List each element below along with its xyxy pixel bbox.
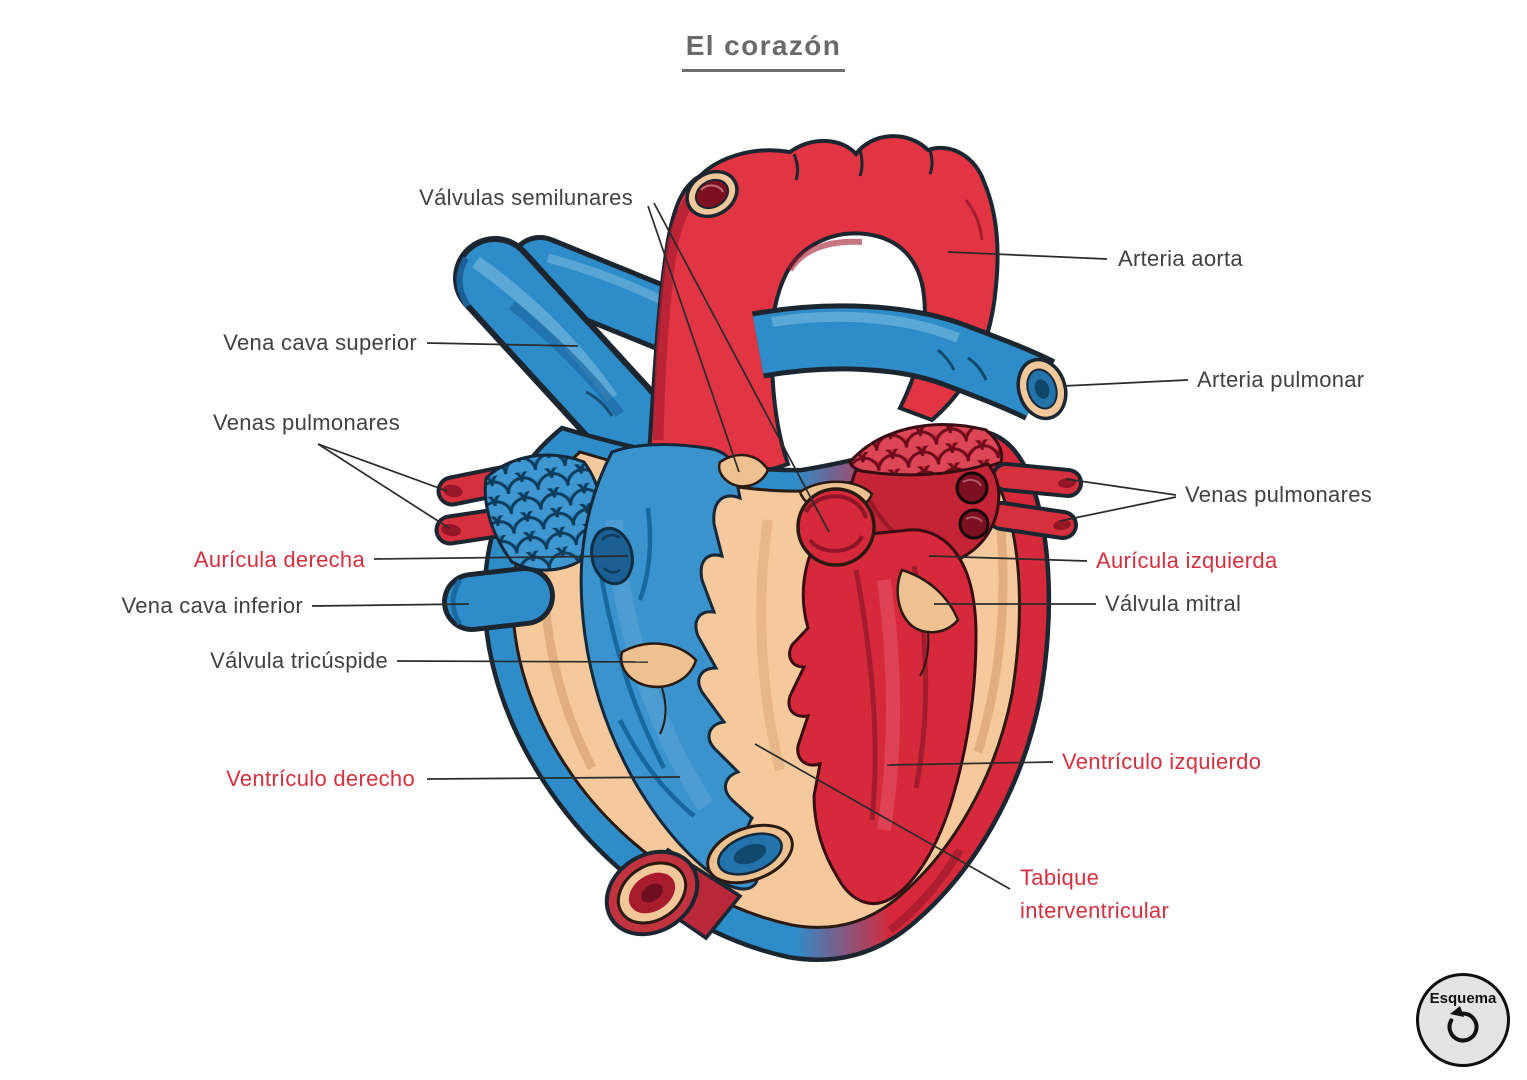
pulmonary-veins-right bbox=[987, 462, 1083, 540]
tricuspid-valve bbox=[619, 642, 698, 735]
page-title: El corazón bbox=[0, 30, 1527, 72]
label-arteria-aorta: Arteria aorta bbox=[1118, 246, 1243, 271]
leader-lines bbox=[311, 202, 1189, 890]
label-valvula-mitral: Válvula mitral bbox=[1105, 591, 1242, 616]
label-valvulas-semilunares: Válvulas semilunares bbox=[419, 185, 633, 210]
label-ventriculo-derecho: Ventrículo derecho bbox=[226, 766, 415, 791]
pulmonary-artery bbox=[751, 303, 1068, 421]
inferior-vena-cava-opening bbox=[706, 823, 794, 885]
pulmonary-artery-cut-end bbox=[1016, 357, 1068, 421]
label-vena-cava-superior: Vena cava superior bbox=[223, 330, 417, 355]
label-auricula-izquierda: Aurícula izquierda bbox=[1096, 548, 1278, 573]
label-arteria-pulmonar: Arteria pulmonar bbox=[1197, 367, 1365, 392]
label-auricula-derecha: Aurícula derecha bbox=[193, 547, 365, 572]
interventricular-septum-shade bbox=[756, 519, 785, 772]
mitral-valve bbox=[896, 568, 960, 677]
esquema-badge-label: Esquema bbox=[1429, 990, 1497, 1007]
pulmonary-vein-openings bbox=[955, 471, 990, 540]
label-tabique-interventricular: Tabique interventricular bbox=[1020, 865, 1170, 923]
page-title-text: El corazón bbox=[681, 30, 846, 72]
inferior-vena-cava bbox=[442, 566, 555, 632]
label-ventriculo-izquierdo: Ventrículo izquierdo bbox=[1062, 749, 1262, 774]
label-valvula-tricuspide: Válvula tricúspide bbox=[210, 648, 388, 673]
superior-vena-cava bbox=[453, 236, 667, 462]
label-venas-pulmonares-right: Venas pulmonares bbox=[1185, 482, 1373, 507]
label-vena-cava-inferior: Vena cava inferior bbox=[121, 593, 303, 618]
pulmonary-trunk-cut-stub bbox=[685, 169, 739, 219]
rotate-ccw-icon bbox=[1447, 1006, 1479, 1043]
esquema-badge-button[interactable]: Esquema bbox=[1416, 973, 1510, 1067]
label-venas-pulmonares-left: Venas pulmonares bbox=[212, 410, 400, 435]
cut-vessel-bottom bbox=[604, 847, 743, 941]
